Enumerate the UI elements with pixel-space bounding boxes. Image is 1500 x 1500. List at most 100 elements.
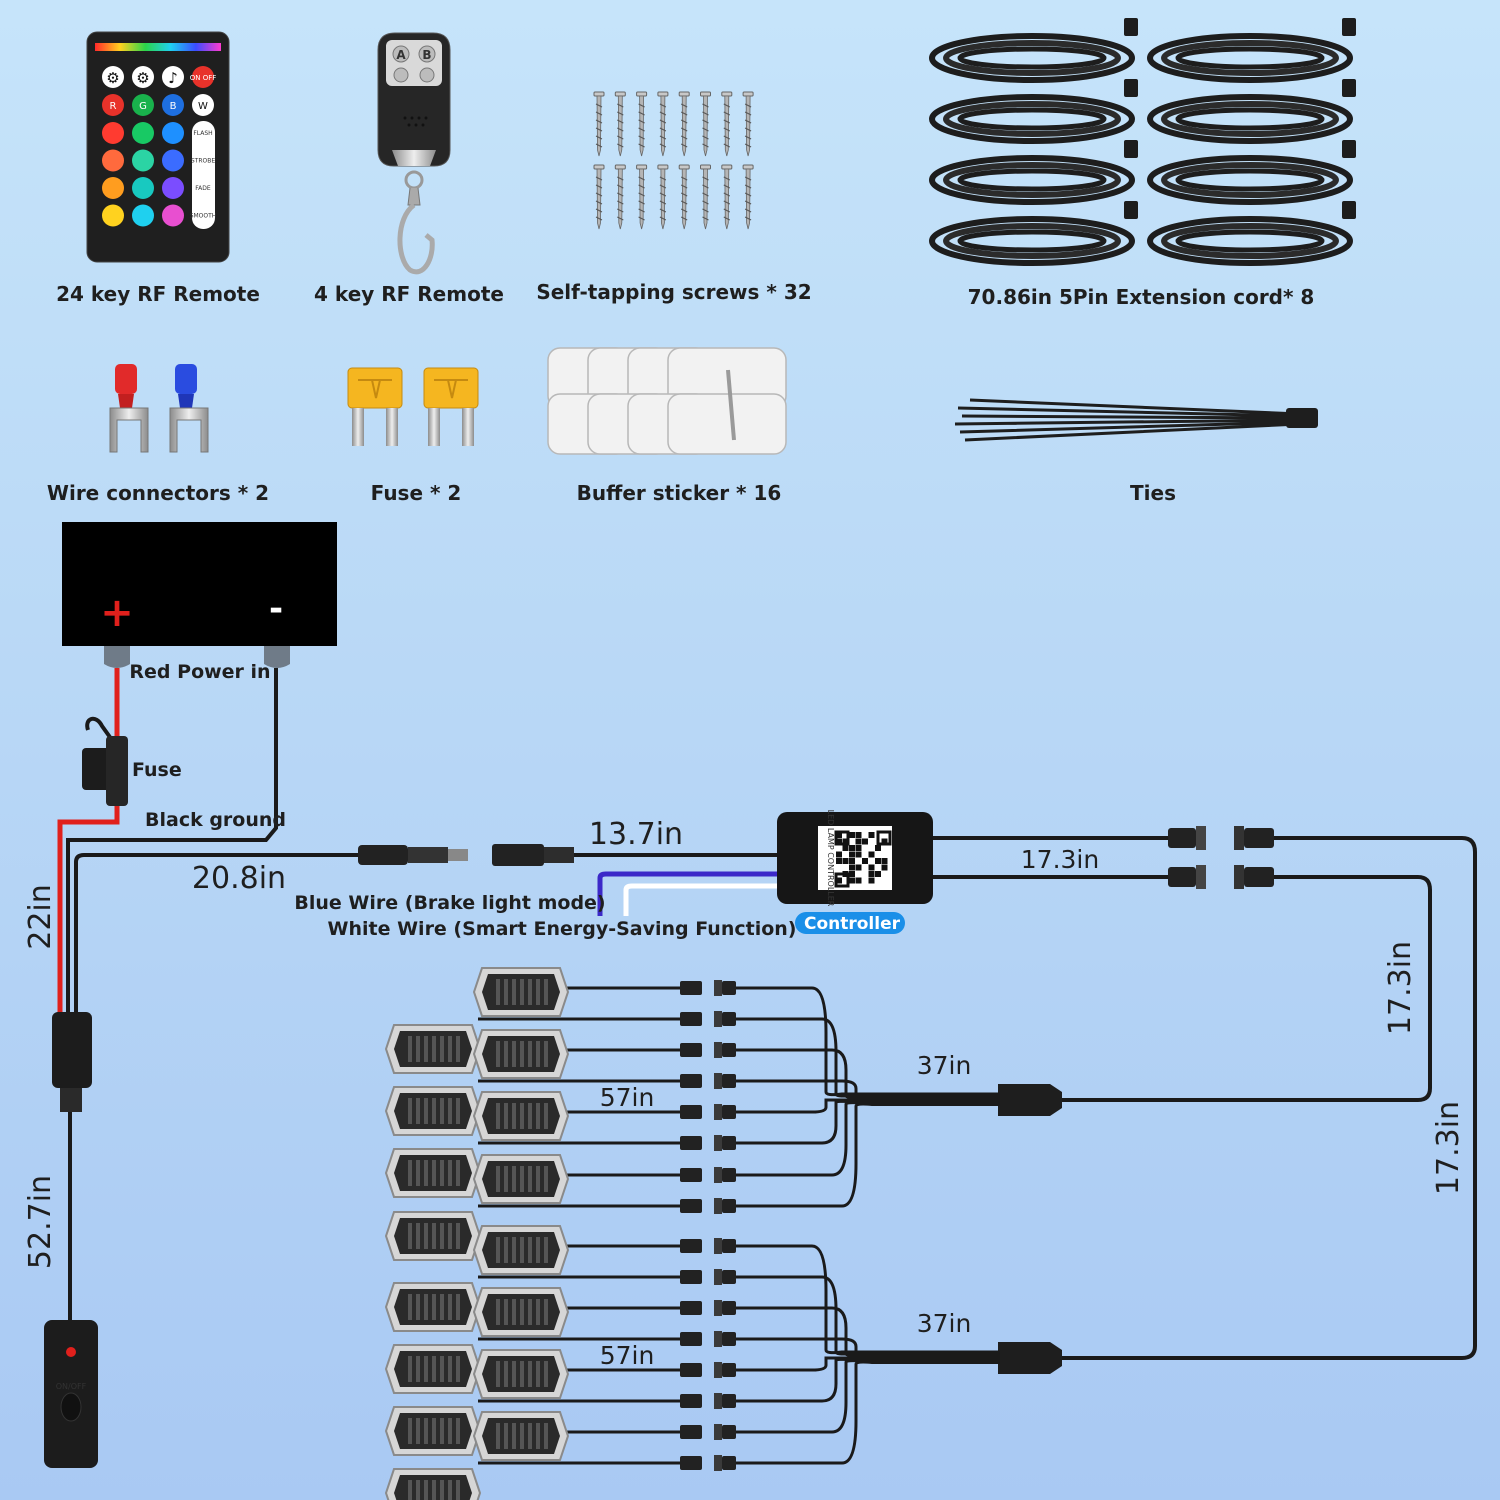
- gear-icon: [102, 66, 124, 88]
- screw: [742, 91, 754, 157]
- branch-wire: [736, 1356, 1000, 1372]
- key-b-label: B: [422, 48, 431, 62]
- coil-plug: [1124, 79, 1138, 97]
- extension-cable-inner: [1062, 875, 1432, 1102]
- label-57in-bottom: 57in: [600, 1341, 655, 1370]
- keyring-icon: [404, 170, 424, 190]
- pod-plug: [680, 1332, 702, 1346]
- key-d-button: [419, 67, 435, 83]
- label-57in-top: 57in: [600, 1083, 655, 1112]
- color-key-button: [102, 122, 124, 144]
- black-ground-wire: [66, 668, 278, 1015]
- key-w-label: W: [198, 101, 208, 112]
- color-key-button: [102, 177, 124, 199]
- label-52-7in: 52.7in: [23, 1175, 58, 1269]
- led-pod: [385, 1024, 481, 1074]
- label-controller: Controller: [804, 914, 901, 934]
- label-20-8in: 20.8in: [192, 861, 286, 896]
- label-17-3in-vertical-1: 17.3in: [1383, 941, 1418, 1035]
- controller-badge: [795, 912, 905, 934]
- power-icon: [192, 66, 214, 88]
- key-r-label: R: [110, 101, 117, 112]
- output-connector-1: [1168, 826, 1274, 850]
- inline-connector: [52, 1012, 92, 1112]
- color-key-button: [132, 177, 154, 199]
- color-key-button: [162, 177, 184, 199]
- switch-label: ON/OFF: [56, 1382, 87, 1391]
- key-w-button: [192, 94, 214, 116]
- color-key-button: [132, 122, 154, 144]
- pod-socket: [714, 1393, 722, 1409]
- extension-coil: [932, 36, 1132, 80]
- led-pod: [473, 1154, 569, 1204]
- ties-group: [954, 398, 1318, 442]
- caption-ties: Ties: [1130, 481, 1176, 505]
- pod-socket: [714, 1455, 722, 1471]
- mode-smooth-label: SMOOTH: [190, 213, 217, 220]
- splitter-bottom: [998, 1342, 1062, 1374]
- coil-plug: [1124, 18, 1138, 36]
- pod-plug: [680, 1105, 702, 1119]
- red-power-wire-lower: [57, 800, 120, 1015]
- label-17-3in-horizontal: 17.3in: [1021, 845, 1099, 874]
- pod-plug: [680, 1363, 702, 1377]
- extension-coil: [1150, 36, 1350, 80]
- coil-plug: [1342, 79, 1356, 97]
- pod-plug: [680, 1012, 702, 1026]
- label-13-7in: 13.7in: [589, 817, 683, 852]
- extension-coil: [1150, 158, 1350, 202]
- key-b-button: [418, 45, 436, 63]
- pod-socket: [714, 1238, 722, 1254]
- pod-plug: [680, 1394, 702, 1408]
- caption-screws: Self-tapping screws * 32: [536, 280, 811, 304]
- label-red-power: Red Power in: [129, 661, 270, 683]
- branch-wires: [478, 980, 1000, 1471]
- coil-plug: [1124, 201, 1138, 219]
- branch-wire: [736, 1102, 1000, 1208]
- branch-wire: [736, 1360, 1000, 1465]
- key-a-label: A: [396, 48, 406, 62]
- screw: [636, 164, 648, 230]
- screw: [636, 91, 648, 157]
- led-pod: [385, 1086, 481, 1136]
- led-pod: [473, 967, 569, 1017]
- music-note-icon-glyph: ♪: [168, 69, 178, 87]
- led-pod: [385, 1406, 481, 1456]
- key-g-button: [132, 94, 154, 116]
- pod-socket: [714, 1104, 722, 1120]
- caption-wire-connectors: Wire connectors * 2: [47, 481, 269, 505]
- led-pod: [473, 1349, 569, 1399]
- battery-plus: +: [100, 590, 134, 636]
- extension-cords-group: [932, 18, 1356, 263]
- screw: [614, 164, 626, 230]
- led-pod: [473, 1225, 569, 1275]
- label-fuse: Fuse: [132, 759, 182, 781]
- key-r-button: [102, 94, 124, 116]
- mode-flash-label: FLASH: [193, 130, 212, 137]
- branch-wire: [736, 1357, 1000, 1403]
- screw: [678, 164, 690, 230]
- negative-terminal: [264, 646, 290, 668]
- controller-box: LED LAMP CONTROLLER: [777, 810, 933, 907]
- key-c-button: [393, 67, 409, 83]
- led-pods: [385, 967, 569, 1500]
- extension-coil: [932, 158, 1132, 202]
- gear-icon-glyph: ⚙: [106, 69, 119, 87]
- pod-socket: [714, 1011, 722, 1027]
- mode-bar: [192, 121, 215, 229]
- white-wire: [623, 883, 778, 916]
- red-connector: [115, 364, 137, 394]
- gear-icon: [132, 66, 154, 88]
- color-key-button: [162, 149, 184, 172]
- pod-plug: [680, 1074, 702, 1088]
- label-22in: 22in: [23, 884, 58, 950]
- led-pod: [473, 1029, 569, 1079]
- pod-plug: [680, 1270, 702, 1284]
- splitter-top: [998, 1084, 1062, 1116]
- led-pod: [473, 1091, 569, 1141]
- extension-coil: [1150, 219, 1350, 263]
- coil-plug: [1342, 201, 1356, 219]
- music-note-icon: [162, 66, 184, 88]
